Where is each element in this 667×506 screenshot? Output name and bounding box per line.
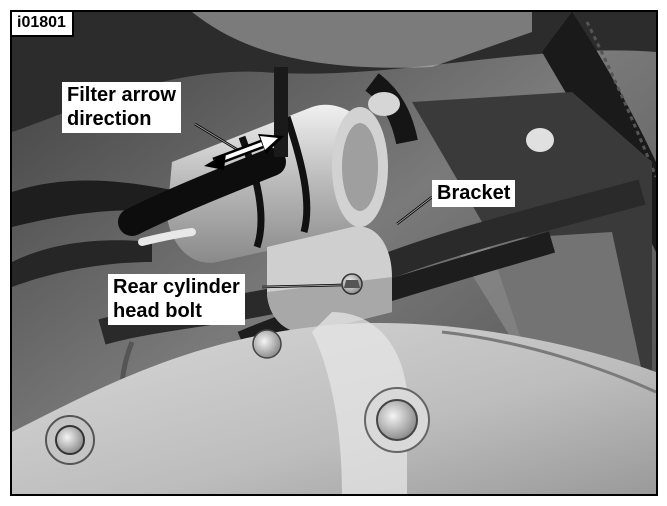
cover-bolt-center xyxy=(364,387,430,453)
filter-direction-arrow xyxy=(204,134,284,170)
callout-filter-arrow-direction: Filter arrow direction xyxy=(62,82,181,133)
engine-photo xyxy=(12,12,656,494)
cover-bolt-top xyxy=(252,329,282,359)
callout-bracket: Bracket xyxy=(432,180,516,207)
callout-line: Bracket xyxy=(437,182,511,204)
callout-line: Filter arrow xyxy=(67,84,176,106)
figure-id: i01801 xyxy=(12,12,74,37)
callout-line: direction xyxy=(67,108,152,130)
figure-frame: i01801 Filter arrow direction Bracket Re… xyxy=(10,10,658,496)
cover-bolt-left xyxy=(45,415,95,465)
callout-rear-cylinder-head-bolt: Rear cylinder head bolt xyxy=(108,274,245,325)
callout-line: Rear cylinder xyxy=(113,276,240,298)
callout-line: head bolt xyxy=(113,300,202,322)
